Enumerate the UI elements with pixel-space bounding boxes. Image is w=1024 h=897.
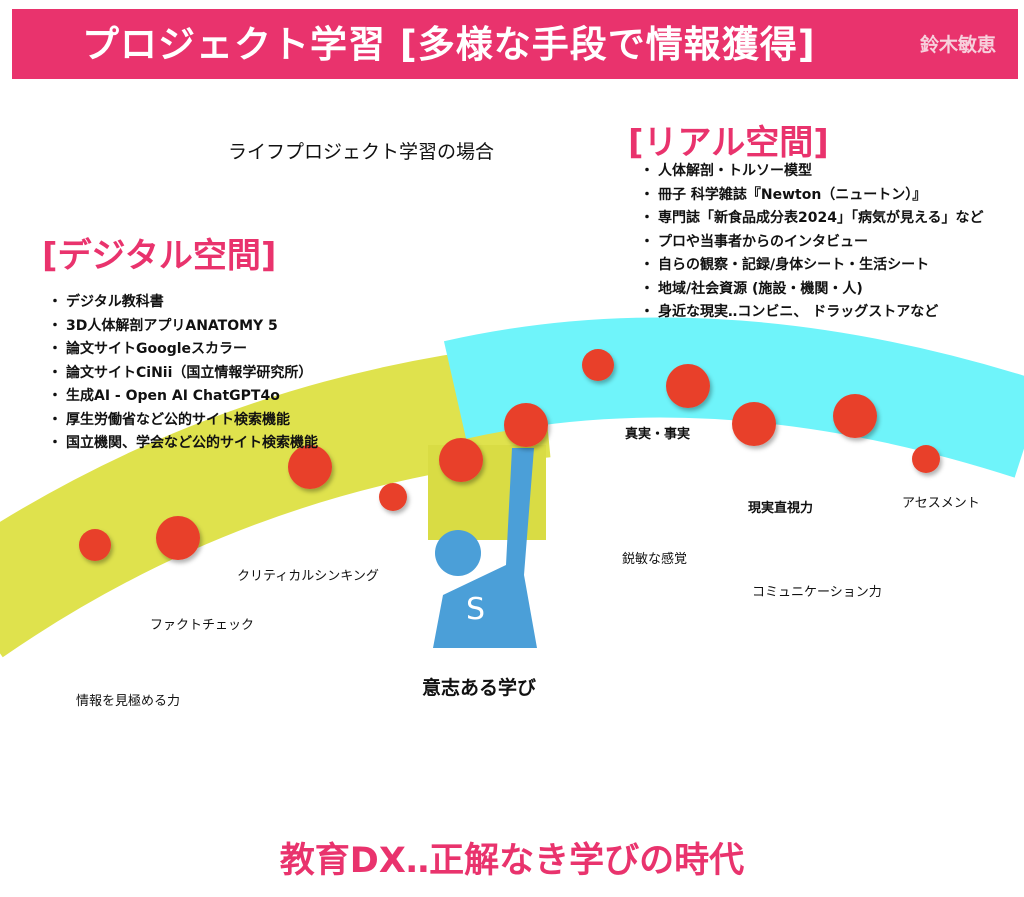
list-item: デジタル教科書 bbox=[48, 291, 318, 315]
real-band bbox=[443, 317, 1024, 478]
learner-figure-icon bbox=[433, 448, 537, 648]
digital-band bbox=[0, 342, 551, 658]
dot bbox=[439, 438, 483, 482]
list-item: 人体解剖・トルソー模型 bbox=[640, 160, 984, 184]
dot bbox=[156, 516, 200, 560]
digital-heading: [デジタル空間] bbox=[42, 236, 277, 276]
label-critical-thinking: クリティカルシンキング bbox=[237, 569, 379, 584]
digital-list: デジタル教科書 3D人体解剖アプリANATOMY 5 論文サイトGoogleスカ… bbox=[48, 291, 318, 456]
list-item: プロや当事者からのインタビュー bbox=[640, 231, 984, 255]
label-truth: 真実・事実 bbox=[625, 427, 691, 442]
label-will: 意志ある学び bbox=[422, 677, 537, 699]
list-item: 身近な現実‥コンビニ、 ドラッグストアなど bbox=[640, 301, 984, 325]
list-item: 厚生労働省など公的サイト検索機能 bbox=[48, 409, 318, 433]
label-sensitivity: 鋭敏な感覚 bbox=[622, 552, 688, 567]
author-name: 鈴木敏恵 bbox=[920, 34, 997, 56]
label-communication: コミュニケーション力 bbox=[752, 585, 882, 600]
real-heading: [リアル空間] bbox=[628, 123, 829, 163]
label-assessment: アセスメント bbox=[902, 496, 980, 511]
dot bbox=[912, 445, 940, 473]
milestone-dots bbox=[79, 349, 940, 561]
dot bbox=[504, 403, 548, 447]
list-item: 自らの観察・記録/身体シート・生活シート bbox=[640, 254, 984, 278]
dot bbox=[732, 402, 776, 446]
list-item: 地域/社会資源 (施設・機関・人) bbox=[640, 278, 984, 302]
list-item: 3D人体解剖アプリANATOMY 5 bbox=[48, 315, 318, 339]
title-banner bbox=[12, 9, 1018, 79]
real-list: 人体解剖・トルソー模型 冊子 科学雑誌『Newton（ニュートン）』 専門誌「新… bbox=[640, 160, 984, 325]
page-title: プロジェクト学習 [多様な手段で情報獲得] bbox=[82, 23, 816, 66]
dot bbox=[288, 445, 332, 489]
list-item: 国立機関、学会など公的サイト検索機能 bbox=[48, 432, 318, 456]
footer-message: 教育DX‥正解なき学びの時代 bbox=[279, 841, 745, 881]
list-item: 生成AI - Open AI ChatGPT4o bbox=[48, 385, 318, 409]
dot bbox=[666, 364, 710, 408]
list-item: 論文サイトGoogleスカラー bbox=[48, 338, 318, 362]
dot bbox=[582, 349, 614, 381]
list-item: 論文サイトCiNii（国立情報学研究所） bbox=[48, 362, 318, 386]
label-fact-check: ファクトチェック bbox=[150, 618, 255, 633]
dot bbox=[379, 483, 407, 511]
label-info-power: 情報を見極める力 bbox=[76, 694, 181, 709]
subtitle: ライフプロジェクト学習の場合 bbox=[228, 141, 495, 163]
list-item: 冊子 科学雑誌『Newton（ニュートン）』 bbox=[640, 184, 984, 208]
label-reality: 現実直視力 bbox=[748, 501, 814, 516]
list-item: 専門誌「新食品成分表2024」「病気が見える」など bbox=[640, 207, 984, 231]
figure-letter: S bbox=[466, 592, 486, 627]
dot bbox=[833, 394, 877, 438]
dot bbox=[79, 529, 111, 561]
